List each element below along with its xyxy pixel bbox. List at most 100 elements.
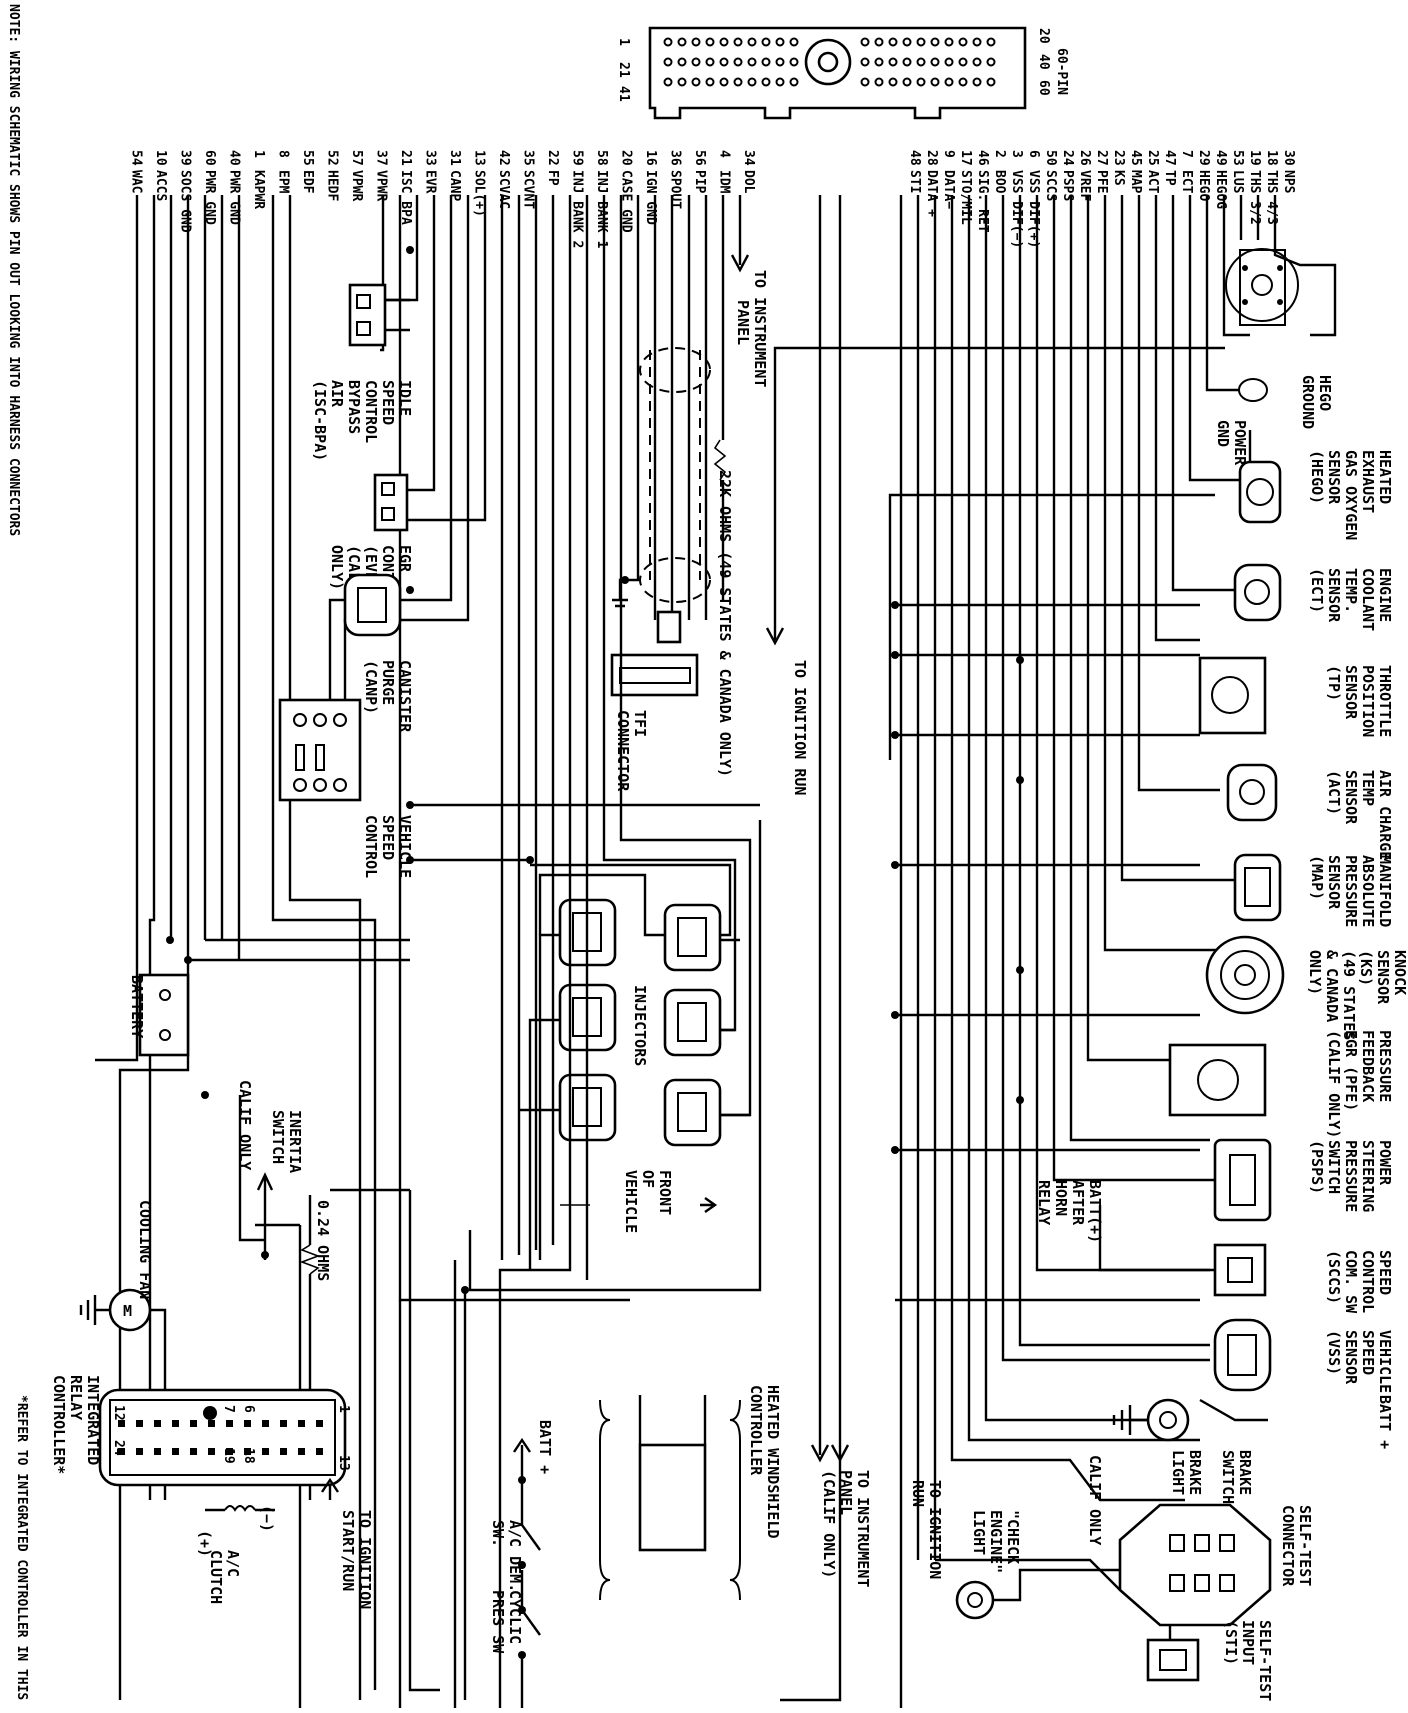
integrated-relay-controller: 1 13 6 18 7 19 12 24 INTEGRATED RELAY CO… (50, 1375, 374, 1609)
svg-text:PANEL: PANEL (734, 300, 752, 345)
svg-text:SENSOR: SENSOR (1325, 855, 1343, 910)
svg-text:M: M (123, 1302, 132, 1320)
pin-name: PSPS (1060, 170, 1075, 201)
note-pinout: NOTE: WIRING SCHEMATIC SHOWS PIN OUT LOO… (6, 4, 21, 536)
svg-text:CONTROLLER: CONTROLLER (747, 1385, 765, 1476)
relay-pin (298, 1420, 305, 1427)
pin-name: DATA + (924, 170, 939, 217)
pin-hole (733, 57, 743, 67)
pin-number: 23 (1111, 150, 1126, 166)
svg-text:COOLANT: COOLANT (1359, 568, 1377, 631)
pin-hole (719, 57, 729, 67)
vss-sensor: VEHICLE SPEED SENSOR (VSS) (1213, 1318, 1394, 1393)
pin-hole (747, 77, 757, 87)
relay-pin (226, 1448, 233, 1455)
svg-text:12: 12 (111, 1405, 126, 1421)
svg-text:SELF-TEST: SELF-TEST (1256, 1620, 1274, 1701)
pin-hole (930, 37, 940, 47)
svg-text:RUN: RUN (909, 1480, 927, 1507)
pin-number: 22 (545, 150, 560, 166)
check-engine-light: "CHECK ENGINE" LIGHT TO IGNITION RUN (909, 1480, 1120, 1620)
svg-text:PRESSURE: PRESSURE (1376, 1030, 1394, 1102)
svg-text:COOLING FAN: COOLING FAN (136, 1200, 154, 1299)
pin-name: DOL (741, 170, 756, 194)
pin-hole (761, 37, 771, 47)
act-sensor: AIR CHARGE TEMP SENSOR (ACT) (1226, 763, 1394, 860)
relay-pin (208, 1420, 215, 1427)
pin-number: 34 (741, 150, 756, 166)
pin-name: ECT (1179, 170, 1194, 194)
svg-text:TEMP: TEMP (1359, 770, 1377, 806)
svg-text:CALIF ONLY: CALIF ONLY (1086, 1455, 1104, 1545)
svg-text:INERTIA: INERTIA (286, 1110, 304, 1173)
relay-pin (190, 1448, 197, 1455)
pin-name: VSS DIF(−) (1009, 170, 1024, 248)
svg-text:(−): (−) (258, 1505, 276, 1532)
svg-text:CANISTER: CANISTER (396, 660, 414, 733)
svg-text:VEHICLE: VEHICLE (1376, 1330, 1394, 1393)
pin-hole (677, 37, 687, 47)
battery: BATTERY (128, 973, 190, 1057)
pin-hole (958, 77, 968, 87)
pin-hole (761, 77, 771, 87)
pin-hole (775, 77, 785, 87)
hego-sensor: HEATED EXHAUST GAS OXYGEN SENSOR (HEGO) (1238, 450, 1394, 540)
svg-text:COM. SW: COM. SW (1342, 1250, 1360, 1314)
svg-text:SW.: SW. (489, 1520, 507, 1547)
pin-number: 57 (349, 150, 364, 166)
svg-text:AIR: AIR (328, 380, 346, 408)
pin-number: 58 (594, 150, 609, 166)
pin-number: 54 (129, 150, 144, 166)
pin-hole (972, 37, 982, 47)
svg-text:SPEED: SPEED (1376, 1250, 1394, 1295)
pin-number: 49 (1213, 150, 1228, 166)
svg-text:AIR CHARGE: AIR CHARGE (1376, 770, 1394, 860)
pin-name: CANP (447, 170, 462, 201)
svg-text:19: 19 (221, 1448, 236, 1464)
svg-text:GROUND: GROUND (1299, 375, 1317, 429)
pin-number: 42 (496, 150, 511, 166)
svg-text:INPUT: INPUT (1239, 1620, 1257, 1665)
svg-text:PRES SW: PRES SW (489, 1590, 507, 1654)
pin-number: 20 (619, 150, 634, 166)
svg-text:GND: GND (1214, 420, 1232, 447)
svg-text:(ACT): (ACT) (1325, 770, 1343, 815)
pin-hole (860, 77, 870, 87)
svg-text:MANIFOLD: MANIFOLD (1376, 855, 1394, 927)
svg-text:BATT +: BATT + (1376, 1395, 1394, 1449)
pin-number: 9 (941, 150, 956, 158)
pin-name: SOL(+) (472, 170, 487, 217)
pin-number: 19 (1247, 150, 1262, 166)
pin-name: NPS (1281, 170, 1296, 194)
pin-hole (677, 77, 687, 87)
pin-name: IDM (717, 170, 732, 194)
pin-number: 3 (1009, 150, 1024, 158)
svg-text:24: 24 (111, 1440, 126, 1456)
relay-pin (316, 1420, 323, 1427)
svg-text:VEHICLE: VEHICLE (622, 1170, 640, 1233)
pin-name: VREF (1077, 170, 1092, 201)
pin-name: EVR (423, 170, 438, 194)
pin-number: 21 (398, 150, 413, 166)
pin-name: MAP (1128, 170, 1143, 194)
svg-text:SELF-TEST: SELF-TEST (1296, 1505, 1314, 1586)
svg-text:POWER: POWER (1376, 1140, 1394, 1186)
pin-number: 59 (570, 150, 585, 166)
pin-name: EDF (300, 170, 315, 194)
svg-text:POWER: POWER (1231, 420, 1249, 466)
pin-hole (874, 37, 884, 47)
svg-text:BATT(+): BATT(+) (1086, 1180, 1104, 1243)
svg-text:GAS OXYGEN: GAS OXYGEN (1342, 450, 1360, 540)
pin-number: 10 (153, 150, 168, 166)
pin-name: HEGOG (1213, 170, 1228, 209)
relay-pin (190, 1420, 197, 1427)
svg-text:RELAY: RELAY (67, 1375, 85, 1420)
pin-name: SCCS (1043, 170, 1058, 201)
pin-number: 45 (1128, 150, 1143, 166)
pin-number: 53 (1230, 150, 1245, 166)
pin-name: PWR GND (227, 170, 242, 225)
pin-number: 39 (178, 150, 193, 166)
svg-text:ENGINE": ENGINE" (987, 1510, 1005, 1573)
relay-pin (208, 1448, 215, 1455)
